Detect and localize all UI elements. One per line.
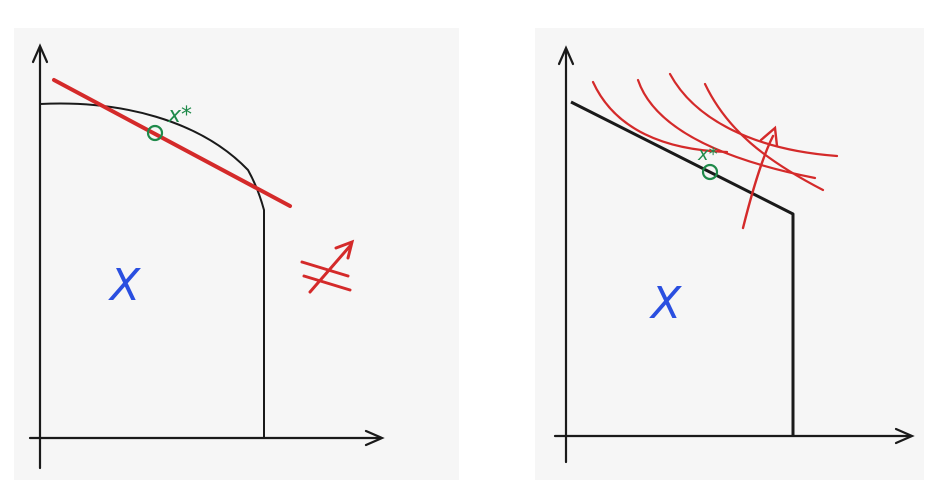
left-diagram: x* X	[14, 28, 459, 480]
right-feasible-boundary	[570, 100, 795, 436]
right-level-curve-1	[591, 80, 729, 154]
right-direction-arrow-shaft	[741, 134, 775, 230]
crossed-out-arrow-icon	[300, 239, 355, 294]
left-direction-arrow-head	[334, 239, 355, 260]
right-direction-arrow-head	[759, 125, 779, 148]
left-optimum-label: x*	[167, 103, 192, 128]
right-background	[535, 28, 924, 480]
right-y-axis-arrowhead	[557, 45, 575, 66]
right-level-curves	[591, 72, 839, 192]
left-optimum-point	[146, 124, 164, 142]
right-x-axis-arrowhead	[894, 427, 915, 445]
right-region-label: X	[649, 278, 682, 329]
right-level-curve-3	[668, 72, 839, 158]
arrow-icon	[741, 125, 779, 230]
right-diagram: x* X	[535, 28, 924, 480]
right-optimum-label: x*	[697, 144, 718, 165]
left-y-axis-arrowhead	[31, 43, 49, 64]
left-region-label: X	[108, 260, 141, 311]
left-background	[14, 28, 459, 480]
left-direction-cross-stroke-2	[302, 274, 352, 292]
right-optimum-point	[701, 163, 719, 181]
right-axes	[553, 45, 915, 464]
right-level-curve-4	[703, 82, 825, 192]
right-level-curve-2	[636, 78, 817, 180]
left-x-axis-arrowhead	[364, 429, 385, 447]
left-objective-line	[52, 78, 292, 208]
left-panel: x* X	[14, 28, 459, 480]
right-panel: x* X	[465, 0, 930, 480]
left-axes	[28, 43, 385, 470]
left-feasible-boundary	[39, 102, 265, 438]
left-direction-cross-stroke-1	[300, 260, 350, 278]
